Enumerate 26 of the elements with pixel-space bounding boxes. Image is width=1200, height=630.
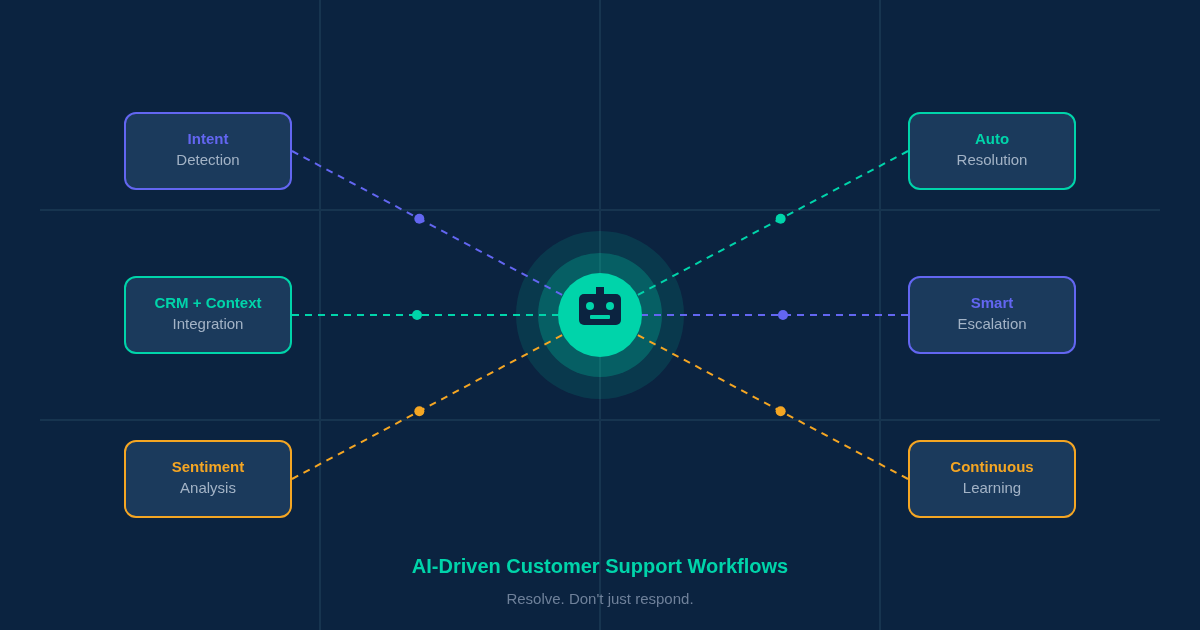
- feature-subtitle: Detection: [176, 150, 240, 170]
- feature-title: Continuous: [950, 457, 1034, 477]
- feature-subtitle: Escalation: [957, 314, 1027, 334]
- feature-subtitle: Resolution: [956, 150, 1028, 170]
- feature-title: Sentiment: [171, 457, 245, 477]
- dashed-connector: [636, 333, 909, 480]
- feature-box: [124, 276, 292, 354]
- feature-box: [908, 112, 1076, 190]
- feature-subtitle: Learning: [962, 478, 1022, 498]
- tagline: Resolve. Don't just respond.: [506, 589, 694, 609]
- feature-subtitle: Integration: [172, 314, 244, 334]
- dashed-connector: [636, 150, 909, 297]
- feature-subtitle: Analysis: [180, 478, 236, 498]
- feature-box: [908, 276, 1076, 354]
- feature-title: Smart: [970, 293, 1014, 313]
- feature-title: Intent: [187, 129, 229, 149]
- feature-box: [124, 440, 292, 518]
- diagram-title: AI-Driven Customer Support Workflows: [411, 554, 789, 579]
- dashed-connector: [291, 333, 564, 480]
- dashed-connector: [641, 314, 909, 316]
- dashed-connector: [291, 314, 559, 316]
- feature-title: CRM + Context: [154, 293, 262, 313]
- feature-box: [908, 440, 1076, 518]
- dashed-connector: [291, 150, 564, 297]
- feature-box: [124, 112, 292, 190]
- feature-title: Auto: [974, 129, 1010, 149]
